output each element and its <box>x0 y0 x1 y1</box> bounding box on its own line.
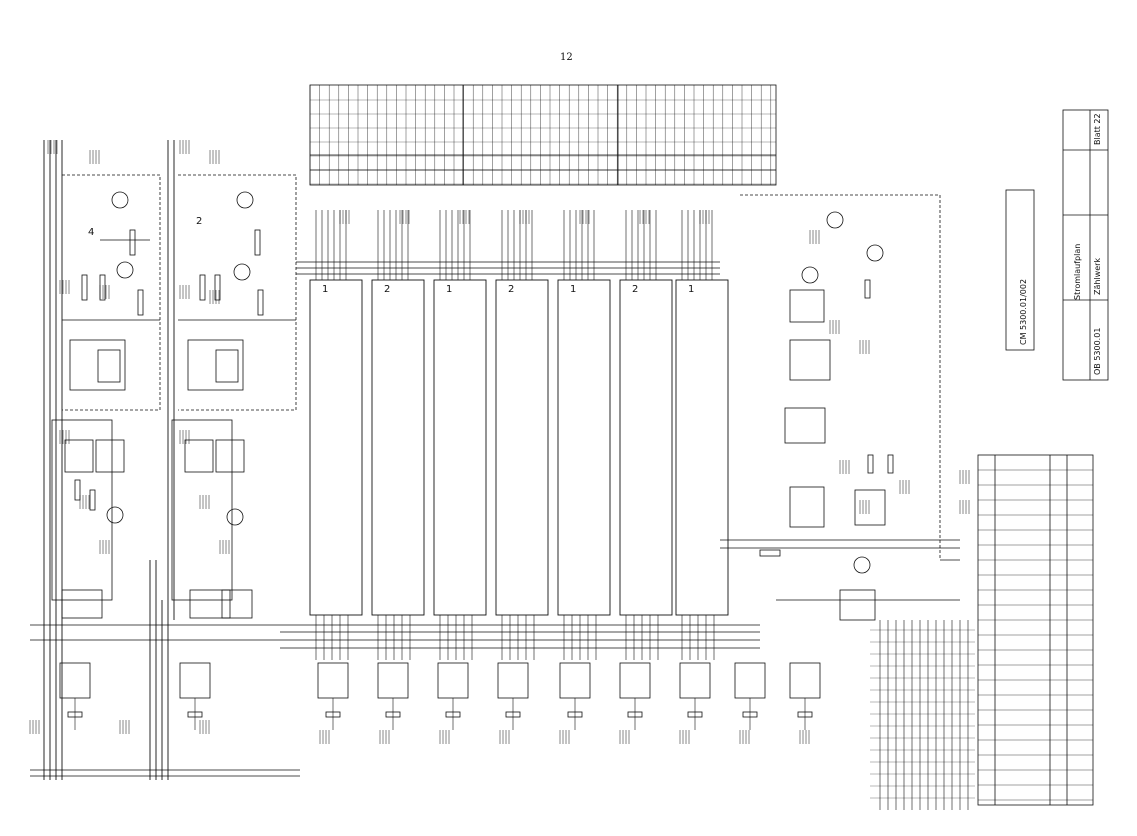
memory-ic-column <box>557 279 611 616</box>
gate-resistor <box>67 711 83 718</box>
title-block <box>1005 109 1109 381</box>
gate-ic <box>437 662 469 699</box>
gate-ic <box>317 662 349 699</box>
gate-ic <box>679 662 711 699</box>
gate-resistor <box>187 711 203 718</box>
gate-ic <box>789 662 821 699</box>
memory-ic-column <box>309 279 363 616</box>
gate-ic <box>179 662 211 699</box>
horizontal-bus-lines <box>30 261 960 777</box>
gate-resistor <box>567 711 583 718</box>
memory-ic-column <box>619 279 673 616</box>
gate-resistor <box>797 711 813 718</box>
gate-resistor <box>505 711 521 718</box>
gate-resistor <box>742 711 758 718</box>
memory-column-label: 1 <box>446 284 452 295</box>
page-number: 12 <box>560 52 573 63</box>
gate-ic <box>59 662 91 699</box>
flipflop-group-mid <box>171 419 253 619</box>
memory-column-label: 1 <box>688 284 694 295</box>
memory-ic-column <box>433 279 487 616</box>
title-sheet: Blatt 22 <box>1093 113 1102 145</box>
block-label-2: 2 <box>196 216 202 227</box>
gate-resistor <box>325 711 341 718</box>
memory-column-label: 2 <box>384 284 390 295</box>
gate-ic <box>377 662 409 699</box>
circuit-block-2 <box>178 174 297 411</box>
title-variant: CM 5300.01/002 <box>1019 279 1028 345</box>
memory-column-label: 2 <box>508 284 514 295</box>
memory-columns <box>309 210 729 660</box>
circuit-block-4 <box>62 174 161 411</box>
parts-list-rows <box>978 469 1093 801</box>
block-label-4: 4 <box>88 227 94 238</box>
title-device: Zählwerk <box>1093 258 1102 295</box>
memory-column-label: 2 <box>632 284 638 295</box>
right-control-circuit <box>740 194 960 621</box>
gate-ic <box>559 662 591 699</box>
bottom-gate-row <box>59 662 821 730</box>
gate-resistor <box>687 711 703 718</box>
flipflop-group-left <box>51 419 125 619</box>
gate-resistor <box>445 711 461 718</box>
gate-resistor <box>627 711 643 718</box>
component-labels <box>29 140 970 744</box>
memory-column-label: 1 <box>570 284 576 295</box>
gate-ic <box>619 662 651 699</box>
title-drawing: Stromlaufplan <box>1073 244 1082 300</box>
memory-ic-column <box>495 279 549 616</box>
parts-list-table <box>977 454 1094 806</box>
gate-ic <box>497 662 529 699</box>
memory-ic-column <box>371 279 425 616</box>
gate-ic <box>734 662 766 699</box>
left-bus-lines <box>43 140 175 780</box>
bottom-annotation-lines <box>870 620 975 810</box>
memory-ic-column <box>675 279 729 616</box>
pin-table-grid <box>309 85 776 185</box>
memory-column-labels: 1 2 1 2 1 2 1 <box>322 284 694 295</box>
memory-column-label: 1 <box>322 284 328 295</box>
gate-resistor <box>385 711 401 718</box>
title-document-code: OB 5300.01 <box>1093 328 1102 375</box>
